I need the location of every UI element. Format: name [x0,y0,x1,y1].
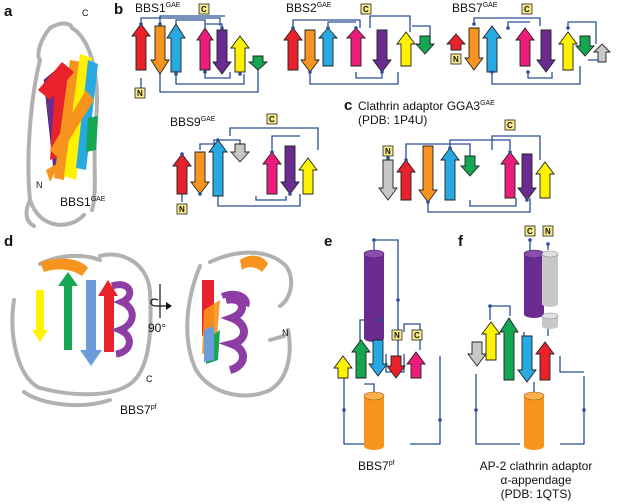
panel-c-letter: c [344,97,352,114]
gga3-c-terminus: C [507,121,513,130]
ap2-alpha-appendage-topology [467,249,559,450]
panel-d-c-terminus: C [146,374,153,384]
bbs1-ribbon-structure [24,21,99,228]
bbs7-pf-ribbon-front [10,252,153,407]
panel-a-label: BBS1GAE [60,195,106,209]
bbs9-gae-title: BBS9GAE [170,115,216,129]
bbs1-gae-title: BBS1GAE [135,1,181,15]
bbs2-c-terminus-box [360,3,372,15]
panel-b: b BBS1GAE N C BBS2GAE [114,1,612,215]
bbs2-c-terminus: C [363,5,369,14]
panel-f: f [458,225,593,501]
bbs1-n-terminus: N [137,89,143,98]
panel-f-letter: f [458,233,464,250]
bbs7-pf-n-terminus: N [394,331,400,340]
helix-grey-short-f [541,312,559,329]
panel-f-line2: α-appendage [501,473,572,487]
rotation-arrow-icon [150,284,172,318]
bbs7-strands [445,25,612,73]
bbs1-gae-topology: BBS1GAE N C [131,1,269,99]
bbs7-c-terminus-box [521,3,533,15]
panel-a-letter: a [4,3,13,20]
ap2-c-terminus-box [524,225,536,237]
panel-f-line3: (PDB: 1QTS) [501,487,572,501]
bbs7-pf-topology [333,249,426,450]
panel-c-pdb: (PDB: 1P4U) [358,113,427,127]
bbs7-gae-topology: BBS7GAE N C [445,1,612,85]
ap2-n-terminus: N [545,227,551,236]
ap2-c-terminus: C [527,227,533,236]
bbs9-c-terminus: C [269,115,275,124]
bbs1-strands [131,23,269,75]
bbs1-c-terminus: C [201,5,207,14]
bbs7-n-terminus-box [450,53,462,65]
bbs9-strands [172,139,318,197]
bbs2-gae-title: BBS2GAE [286,1,332,15]
bbs9-n-terminus-box [176,203,188,215]
gga3-n-terminus: N [385,147,391,156]
ap2-n-terminus-box [542,225,554,237]
panel-d-n-terminus: N [282,328,289,338]
panel-c-title: Clathrin adaptor GGA3GAE [358,99,495,113]
panel-e: e N C BBS7pf [324,233,442,473]
helix-orange-f [523,391,545,450]
helix-orange-e [363,391,385,450]
bbs7-gae-title: BBS7GAE [452,1,498,15]
panel-b-letter: b [114,1,123,18]
bbs7-pf-c-terminus-box [411,329,423,341]
bbs2-strands [283,27,436,73]
panel-a: a C N BBS1GAE [4,3,106,228]
bbs7-pf-ribbon-side [185,250,294,398]
bbs7-n-terminus: N [453,55,459,64]
gga3-strands [378,145,555,203]
bbs9-n-terminus: N [179,205,185,214]
bbs7-pf-c-terminus: C [414,331,420,340]
panel-c: c Clathrin adaptor GGA3GAE (PDB: 1P4U) N… [344,97,555,213]
bbs9-gae-topology: BBS9GAE N C [170,113,319,215]
bbs2-gae-topology: BBS2GAE C [283,1,436,85]
gga3-n-terminus-box [382,145,394,157]
panel-f-line1: AP-2 clathrin adaptor [480,459,593,473]
panel-a-n-terminus: N [36,180,43,190]
panel-e-label: BBS7pf [358,459,395,473]
panel-d-letter: d [4,233,13,250]
rotation-label: 90° [148,321,166,335]
panel-d-label: BBS7pf [120,403,157,417]
bbs1-c-terminus-box [198,3,210,15]
panel-d: d 90° C [4,233,294,417]
bbs7-pf-n-terminus-box [391,329,403,341]
helix-purple-f [523,249,545,318]
gga3-c-terminus-box [504,119,516,131]
helix-purple-e [363,249,385,342]
bbs1-n-terminus-box [134,87,146,99]
helix-grey-f [541,250,559,307]
bbs9-c-terminus-box [266,113,278,125]
bbs7-c-terminus: C [524,5,530,14]
panel-e-letter: e [324,233,332,250]
panel-a-c-terminus: C [82,8,89,18]
